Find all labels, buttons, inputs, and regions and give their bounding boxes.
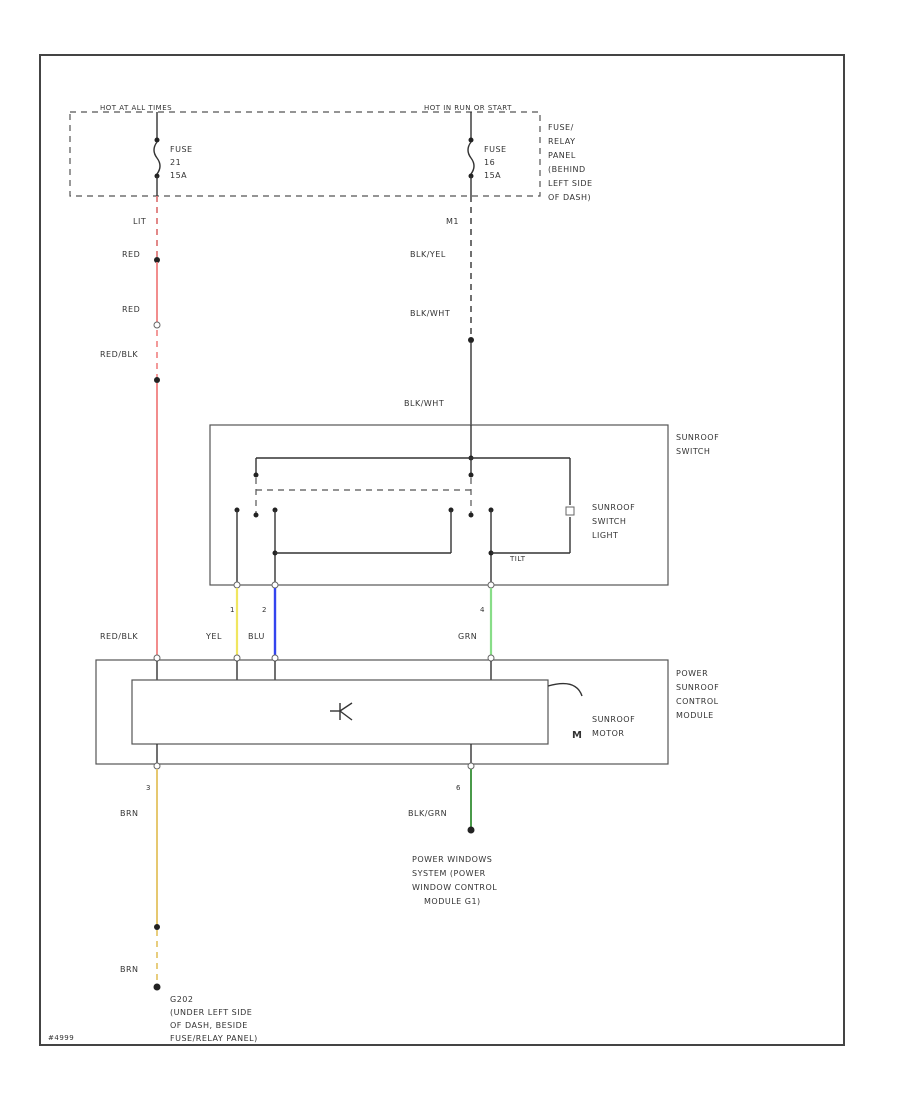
svg-text:RED/BLK: RED/BLK	[100, 632, 138, 641]
module-inner-block	[131, 679, 549, 745]
svg-text:MODULE: MODULE	[676, 711, 714, 720]
svg-text:6: 6	[456, 784, 461, 792]
svg-text:BRN: BRN	[120, 809, 139, 818]
sunroof-switch-box	[209, 424, 669, 586]
wire-grn: 4 GRN	[458, 588, 493, 656]
svg-text:FUSE: FUSE	[170, 145, 193, 154]
svg-text:BLU: BLU	[248, 632, 265, 641]
svg-text:15A: 15A	[484, 171, 501, 180]
fuse-16: FUSE 16 15A	[467, 112, 507, 196]
module-bottom-pins: 3 6	[146, 744, 475, 792]
sunroof-switch-label: SUNROOF SWITCH	[676, 433, 719, 456]
ground-g202-label: G202 (UNDER LEFT SIDE OF DASH, BESIDE FU…	[170, 995, 258, 1043]
svg-text:YEL: YEL	[205, 632, 222, 641]
svg-text:SWITCH: SWITCH	[676, 447, 710, 456]
svg-text:POWER: POWER	[676, 669, 708, 678]
svg-text:TILT: TILT	[509, 555, 526, 563]
svg-text:15A: 15A	[170, 171, 187, 180]
svg-text:PANEL: PANEL	[548, 151, 576, 160]
svg-text:M1: M1	[446, 217, 459, 226]
electronic-symbol-icon	[330, 702, 353, 721]
svg-text:OF DASH, BESIDE: OF DASH, BESIDE	[170, 1021, 248, 1030]
sunroof-motor: M SUNROOF MOTOR	[547, 682, 635, 741]
power-window-note: POWER WINDOWS SYSTEM (POWER WINDOW CONTR…	[412, 855, 497, 906]
svg-text:RELAY: RELAY	[548, 137, 576, 146]
wire-red-left: LIT RED RED RED/BLK RED/BLK	[100, 196, 161, 656]
wire-blu: 2 BLU	[248, 588, 277, 656]
svg-text:1: 1	[230, 606, 235, 614]
svg-text:(BEHIND: (BEHIND	[548, 165, 586, 174]
svg-text:SUNROOF: SUNROOF	[676, 683, 719, 692]
diagram-frame	[39, 54, 845, 1046]
control-module-label: POWER SUNROOF CONTROL MODULE	[676, 669, 719, 720]
svg-text:BRN: BRN	[120, 965, 139, 974]
svg-text:FUSE: FUSE	[484, 145, 507, 154]
svg-text:(UNDER LEFT SIDE: (UNDER LEFT SIDE	[170, 1008, 252, 1017]
figure-id: #4999	[48, 1034, 74, 1042]
svg-text:RED: RED	[122, 250, 140, 259]
svg-text:RED/BLK: RED/BLK	[100, 350, 138, 359]
svg-text:MODULE G1): MODULE G1)	[424, 897, 481, 906]
wire-yel: 1 YEL	[205, 588, 239, 656]
svg-text:GRN: GRN	[458, 632, 477, 641]
svg-text:SWITCH: SWITCH	[592, 517, 626, 526]
svg-text:OF DASH): OF DASH)	[548, 193, 591, 202]
svg-text:WINDOW CONTROL: WINDOW CONTROL	[412, 883, 497, 892]
sunroof-switch-internals: TILT	[234, 425, 575, 585]
svg-text:BLK/WHT: BLK/WHT	[404, 399, 444, 408]
svg-text:POWER WINDOWS: POWER WINDOWS	[412, 855, 492, 864]
module-top-pins	[153, 654, 495, 680]
fuse-21: FUSE 21 15A	[153, 112, 193, 196]
wire-blk-right: M1 BLK/YEL BLK/WHT BLK/WHT	[404, 196, 474, 425]
control-module-box	[95, 659, 669, 765]
svg-text:LIGHT: LIGHT	[592, 531, 618, 540]
svg-text:BLK/GRN: BLK/GRN	[408, 809, 447, 818]
svg-text:16: 16	[484, 158, 495, 167]
svg-text:21: 21	[170, 158, 181, 167]
svg-text:BLK/WHT: BLK/WHT	[410, 309, 450, 318]
svg-text:FUSE/: FUSE/	[548, 123, 574, 132]
svg-text:CONTROL: CONTROL	[676, 697, 719, 706]
svg-text:SUNROOF: SUNROOF	[592, 715, 635, 724]
power-label-right: HOT IN RUN OR START	[424, 104, 512, 112]
wire-blk-grn: BLK/GRN	[408, 769, 475, 834]
svg-text:SUNROOF: SUNROOF	[592, 503, 635, 512]
svg-text:3: 3	[146, 784, 151, 792]
svg-text:SYSTEM (POWER: SYSTEM (POWER	[412, 869, 486, 878]
svg-text:LIT: LIT	[133, 217, 146, 226]
svg-text:MOTOR: MOTOR	[592, 729, 624, 738]
fuse-panel-box	[69, 111, 541, 197]
svg-text:2: 2	[262, 606, 267, 614]
svg-text:LEFT SIDE: LEFT SIDE	[548, 179, 593, 188]
svg-text:SUNROOF: SUNROOF	[676, 433, 719, 442]
svg-text:M: M	[572, 730, 582, 741]
svg-text:G202: G202	[170, 995, 193, 1004]
sunroof-switch-light-label: SUNROOF SWITCH LIGHT	[592, 503, 635, 540]
svg-text:FUSE/RELAY PANEL): FUSE/RELAY PANEL)	[170, 1034, 258, 1043]
wire-brn-ground: BRN BRN	[120, 769, 161, 991]
svg-text:BLK/YEL: BLK/YEL	[410, 250, 446, 259]
svg-text:RED: RED	[122, 305, 140, 314]
power-label-left: HOT AT ALL TIMES	[100, 104, 172, 112]
svg-text:4: 4	[480, 606, 485, 614]
fuse-panel-label: FUSE/ RELAY PANEL (BEHIND LEFT SIDE OF D…	[548, 123, 593, 202]
